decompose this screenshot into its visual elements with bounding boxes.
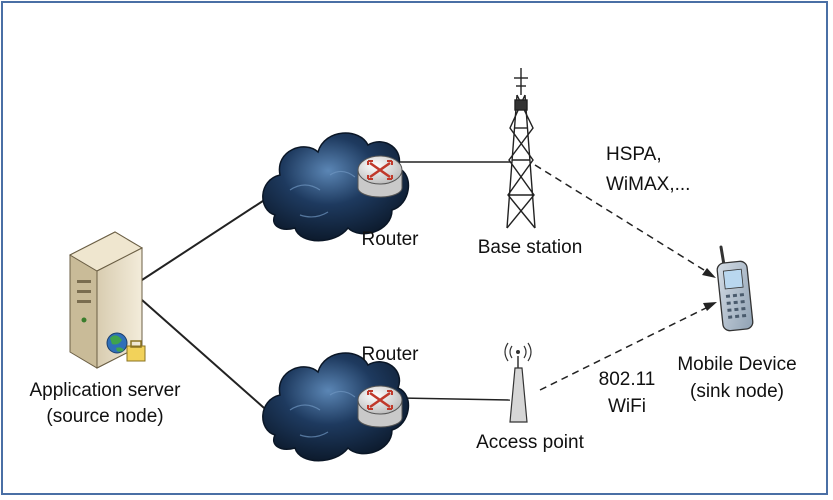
server-icon [68,231,146,369]
cellular-link-sublabel: WiMAX,... [606,174,690,195]
link-server-router-top [141,194,273,281]
base-station-label: Base station [478,237,583,258]
server-sublabel: (source node) [46,406,163,427]
server-label: Application server [29,380,181,401]
arrowhead-wifi [703,302,717,311]
link-server-router-bottom [141,299,273,416]
link-router-access-point [399,397,511,401]
wireless-link-wifi [539,304,713,391]
connection-lines [141,161,717,416]
wifi-access-point-icon [504,342,532,423]
mobile-label: Mobile Device [677,354,796,375]
wifi-link-sublabel: WiFi [608,396,646,417]
mobile-phone-icon [716,245,754,332]
router-bottom-icon [357,385,403,428]
router-top-icon [357,155,403,198]
access-point-label: Access point [476,432,584,453]
cellular-link-label: HSPA, [606,144,662,165]
cell-tower-icon [506,68,536,229]
wifi-link-label: 802.11 [599,369,656,390]
mobile-sublabel: (sink node) [690,381,784,402]
wireless-link-cellular [534,164,713,276]
network-cloud-bottom-icon [262,352,410,462]
router-top-label: Router [361,229,419,250]
arrowhead-cellular [702,268,716,278]
router-bottom-label: Router [361,344,419,365]
